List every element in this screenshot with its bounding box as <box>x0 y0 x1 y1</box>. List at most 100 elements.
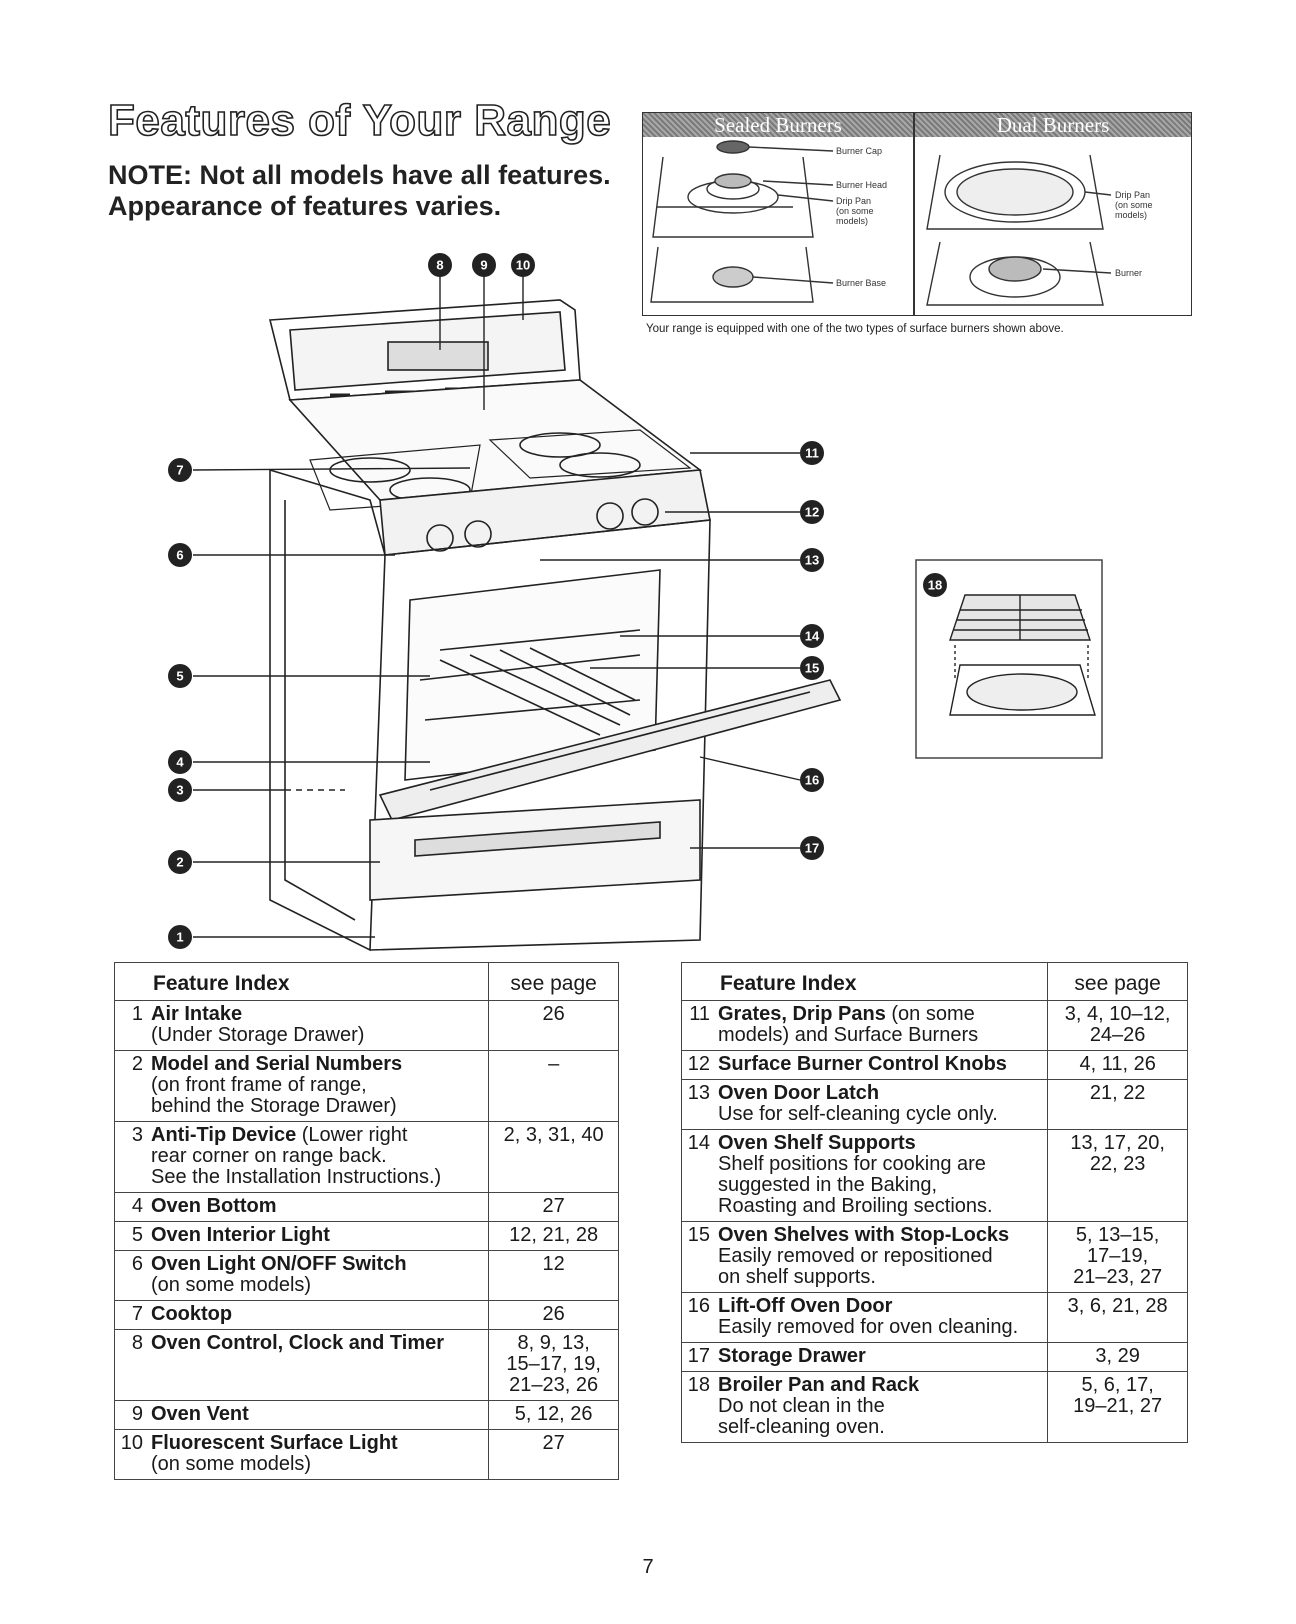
feature-name: Broiler Pan and Rack <box>718 1374 920 1396</box>
callout-16 <box>800 768 824 792</box>
feature-number: 15 <box>687 1224 710 1246</box>
callout-9 <box>472 253 496 277</box>
callout-18-label: 18 <box>928 578 942 593</box>
feature-name: Lift-Off Oven Door <box>718 1295 893 1317</box>
feature-description: Do not clean in the <box>718 1395 885 1417</box>
callout-2 <box>168 850 192 874</box>
page-ref: 26 <box>542 1303 565 1325</box>
page-ref: 5, 13–15, <box>1075 1224 1160 1246</box>
callout-9-label: 9 <box>480 258 487 273</box>
callout-3-label: 3 <box>176 783 183 798</box>
feature-description: models) and Surface Burners <box>718 1024 979 1046</box>
feature-number: 11 <box>689 1003 710 1025</box>
callout-1-label: 1 <box>176 930 183 945</box>
feature-number: 9 <box>131 1403 143 1425</box>
feature-description: Easily removed or repositioned <box>718 1245 993 1267</box>
note-line-1: NOTE: Not all models have all features. <box>108 160 611 190</box>
page-ref: 4, 11, 26 <box>1079 1053 1156 1075</box>
feature-description: (Under Storage Drawer) <box>151 1024 365 1046</box>
callout-17-label: 17 <box>805 841 819 856</box>
feature-number: 3 <box>131 1124 143 1146</box>
page-ref-cell: 3, 29 <box>1047 1342 1188 1372</box>
feature-number: 5 <box>131 1224 143 1246</box>
feature-number: 10 <box>120 1432 143 1454</box>
page-ref: 26 <box>542 1003 565 1025</box>
feature-description: suggested in the Baking, <box>718 1174 938 1196</box>
table-header-row: Feature Index see page <box>680 962 1188 1001</box>
dual-drip-pan-label: Drip Pan <box>1115 190 1150 200</box>
page-ref-cell: 26 <box>488 1000 619 1051</box>
feature-description: Roasting and Broiling sections. <box>718 1195 993 1217</box>
feature-description: Shelf positions for cooking are <box>718 1153 986 1175</box>
feature-number: 17 <box>687 1345 710 1367</box>
callout-4 <box>168 750 192 774</box>
page-ref: 21–23, 27 <box>1073 1266 1163 1288</box>
feature-name: Oven Door Latch <box>718 1082 880 1104</box>
callout-10 <box>511 253 535 277</box>
page-ref: 27 <box>542 1432 565 1454</box>
callout-16-label: 16 <box>805 773 819 788</box>
feature-number: 8 <box>131 1332 143 1354</box>
burner-cap-label: Burner Cap <box>836 146 882 156</box>
feature-description: Easily removed for oven cleaning. <box>718 1316 1019 1338</box>
page-ref-cell: 21, 22 <box>1047 1079 1188 1130</box>
page-ref: 21, 22 <box>1089 1082 1146 1104</box>
page-ref-cell: 12, 21, 28 <box>488 1221 619 1251</box>
feature-name: Cooktop <box>151 1303 233 1325</box>
page-ref: – <box>548 1053 560 1075</box>
page-ref-cell: 27 <box>488 1192 619 1222</box>
page-ref: 24–26 <box>1089 1024 1146 1046</box>
feature-name: Oven Light ON/OFF Switch <box>151 1253 407 1275</box>
page-ref-cell: – <box>488 1050 619 1122</box>
feature-name: Anti-Tip Device <box>151 1124 297 1146</box>
feature-description: (on front frame of range, <box>151 1074 367 1096</box>
callout-6 <box>168 543 192 567</box>
feature-name: Storage Drawer <box>718 1345 866 1367</box>
drip-pan-note-1: (on some <box>836 206 874 216</box>
drip-pan-label: Drip Pan <box>836 196 871 206</box>
note-line-2: Appearance of features varies. <box>108 191 502 221</box>
page-ref-cell: 2, 3, 31, 40 <box>488 1121 619 1193</box>
feature-name-note: (Lower right <box>296 1124 408 1146</box>
feature-description: See the Installation Instructions.) <box>151 1166 442 1188</box>
range-illustration: 1 2 3 4 5 6 7 8 9 10 11 12 13 14 15 16 1… <box>168 253 1103 952</box>
page-ref-cell: 3, 6, 21, 28 <box>1047 1292 1188 1343</box>
feature-description: rear corner on range back. <box>151 1145 387 1167</box>
feature-description: (on some models) <box>151 1274 312 1296</box>
dual-burners-heading: Dual Burners <box>915 113 1191 137</box>
page-ref-cell: 12 <box>488 1250 619 1301</box>
burner-caption: Your range is equipped with one of the t… <box>646 323 1064 335</box>
callout-4-label: 4 <box>176 755 184 770</box>
feature-number: 6 <box>131 1253 143 1275</box>
page-ref: 17–19, <box>1087 1245 1149 1267</box>
table-row: 6 Oven Light ON/OFF Switch(on some models… <box>113 1250 619 1301</box>
callout-11-label: 11 <box>805 446 819 461</box>
callout-14-label: 14 <box>805 629 820 644</box>
feature-name: Air Intake <box>151 1003 243 1025</box>
broiler-pan-box <box>915 559 1103 759</box>
callout-5-label: 5 <box>176 669 183 684</box>
